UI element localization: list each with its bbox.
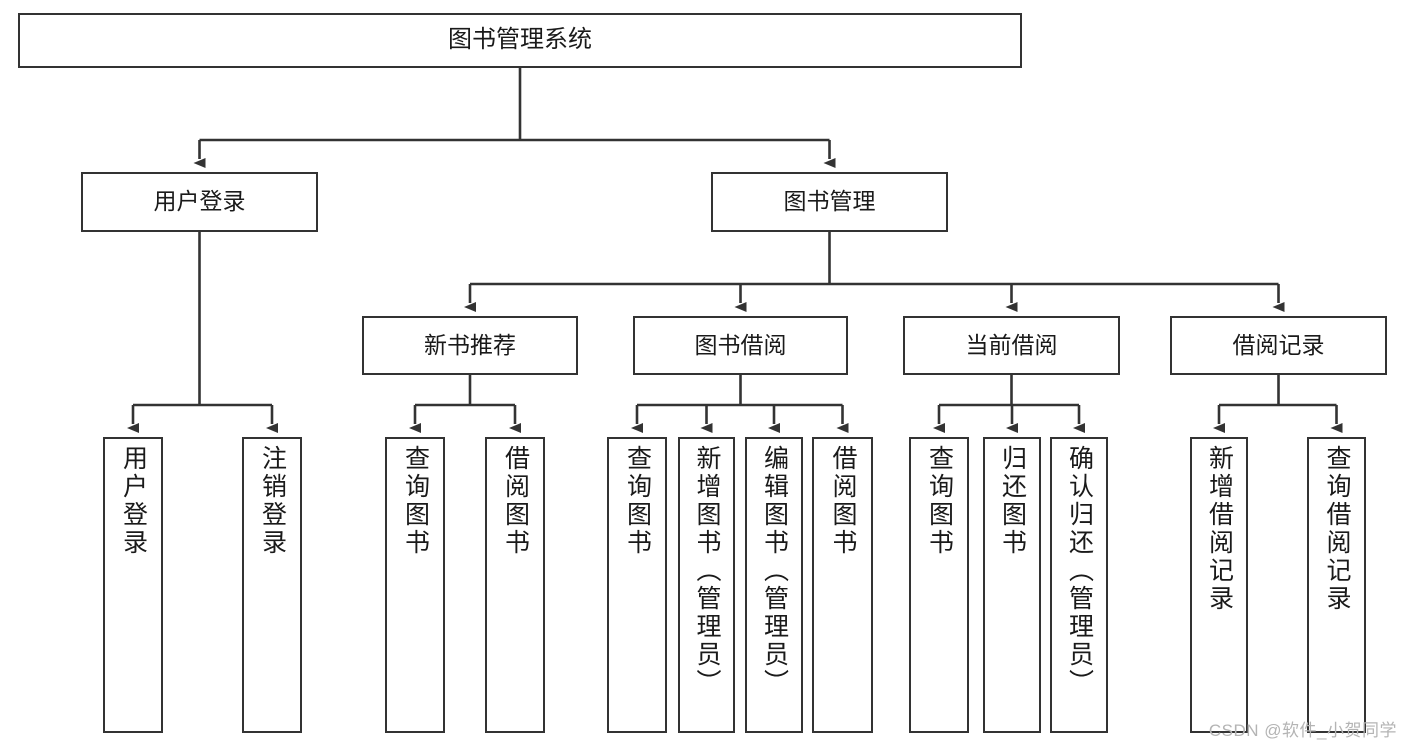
leaf-confirm-return[interactable]: 确认归还（管理员）	[1050, 437, 1108, 733]
leaf-query-books-borrow[interactable]: 查询图书	[607, 437, 667, 733]
leaf-query-books-current[interactable]: 查询图书	[909, 437, 969, 733]
leaf-user-login[interactable]: 用户登录	[103, 437, 163, 733]
node-user-login-label: 用户登录	[153, 188, 246, 215]
node-book-borrow[interactable]: 图书借阅	[633, 316, 848, 375]
leaf-add-borrow-record-label: 新增借阅记录	[1205, 445, 1234, 613]
node-new-book-recommend[interactable]: 新书推荐	[362, 316, 578, 375]
leaf-user-login-label: 用户登录	[119, 445, 148, 557]
leaf-logout[interactable]: 注销登录	[242, 437, 302, 733]
leaf-borrow-book-label: 借阅图书	[829, 445, 857, 557]
watermark: CSDN @软件_小贺同学	[1208, 721, 1397, 740]
leaf-borrow-books-recommend[interactable]: 借阅图书	[485, 437, 545, 733]
node-new-book-recommend-label: 新书推荐	[424, 331, 516, 358]
leaf-query-books-recommend-label: 查询图书	[401, 445, 430, 557]
leaf-logout-label: 注销登录	[258, 445, 287, 557]
leaf-edit-book-label: 编辑图书（管理员）	[760, 445, 789, 697]
node-book-manage-label: 图书管理	[783, 188, 876, 215]
leaf-query-books-borrow-label: 查询图书	[623, 445, 652, 557]
leaf-borrow-books-recommend-label: 借阅图书	[501, 445, 530, 557]
node-borrow-record[interactable]: 借阅记录	[1170, 316, 1387, 375]
node-current-borrow[interactable]: 当前借阅	[903, 316, 1120, 375]
node-book-borrow-label: 图书借阅	[694, 331, 787, 358]
leaf-query-books-current-label: 查询图书	[925, 445, 954, 557]
leaf-query-books-recommend[interactable]: 查询图书	[385, 437, 445, 733]
leaf-return-book-label: 归还图书	[998, 445, 1027, 557]
leaf-add-book[interactable]: 新增图书（管理员）	[678, 437, 735, 733]
node-current-borrow-label: 当前借阅	[965, 331, 1058, 358]
node-root[interactable]: 图书管理系统	[18, 13, 1022, 68]
leaf-edit-book[interactable]: 编辑图书（管理员）	[745, 437, 803, 733]
leaf-borrow-book[interactable]: 借阅图书	[812, 437, 873, 733]
leaf-add-book-label: 新增图书（管理员）	[693, 445, 721, 697]
leaf-confirm-return-label: 确认归还（管理员）	[1065, 445, 1094, 697]
leaf-query-borrow-record-label: 查询借阅记录	[1323, 445, 1351, 613]
node-book-manage[interactable]: 图书管理	[711, 172, 948, 232]
leaf-query-borrow-record[interactable]: 查询借阅记录	[1307, 437, 1366, 733]
node-root-label: 图书管理系统	[448, 26, 592, 54]
node-borrow-record-label: 借阅记录	[1232, 331, 1325, 358]
node-user-login[interactable]: 用户登录	[81, 172, 318, 232]
leaf-return-book[interactable]: 归还图书	[983, 437, 1041, 733]
leaf-add-borrow-record[interactable]: 新增借阅记录	[1190, 437, 1248, 733]
